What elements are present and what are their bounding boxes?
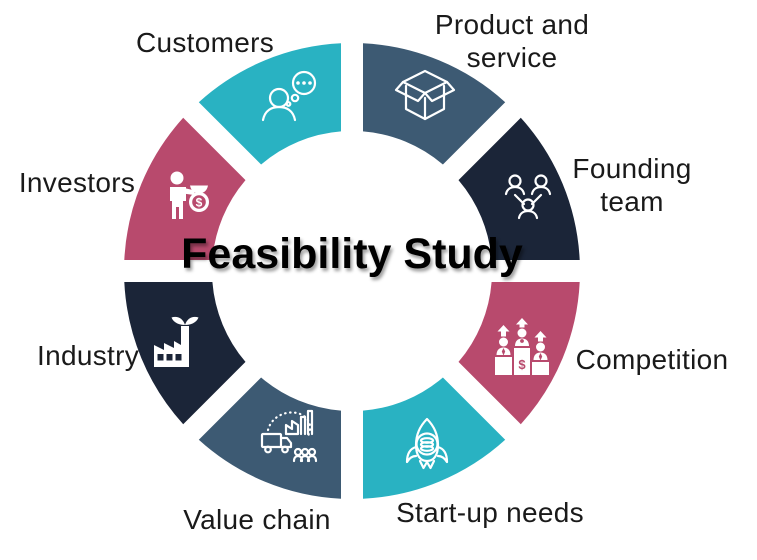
customer-thinking-icon <box>261 70 317 122</box>
podium-winners-icon: $ <box>495 318 549 375</box>
diagram-title-line2: Study <box>403 230 523 278</box>
label-product-and-service: Product and service <box>434 9 590 73</box>
diagram-title-line1: Feasibility <box>181 230 392 278</box>
segment-product-and-service <box>363 43 506 165</box>
svg-text:$: $ <box>196 196 203 210</box>
open-box-icon <box>394 69 456 121</box>
segment-value-chain <box>198 377 341 499</box>
segment-customers <box>198 43 341 165</box>
label-start-up-needs: Start-up needs <box>396 497 584 528</box>
rocket-coins-icon <box>405 417 449 470</box>
diagram-title: Feasibility Study <box>181 228 523 280</box>
segment-start-up-needs <box>363 377 506 499</box>
segment-founding-team <box>458 117 580 260</box>
label-founding-team: Founding team <box>572 153 692 217</box>
svg-text:$: $ <box>518 357 526 372</box>
label-value-chain: Value chain <box>183 504 331 535</box>
label-customers: Customers <box>135 27 275 58</box>
factory-icon <box>154 316 199 367</box>
investor-money-bag-icon: $ <box>170 171 209 219</box>
team-structure-icon <box>504 174 552 220</box>
supply-chain-icon <box>260 409 318 463</box>
label-competition: Competition <box>575 344 729 375</box>
label-investors: Investors <box>18 167 136 198</box>
label-industry: Industry <box>37 340 139 371</box>
